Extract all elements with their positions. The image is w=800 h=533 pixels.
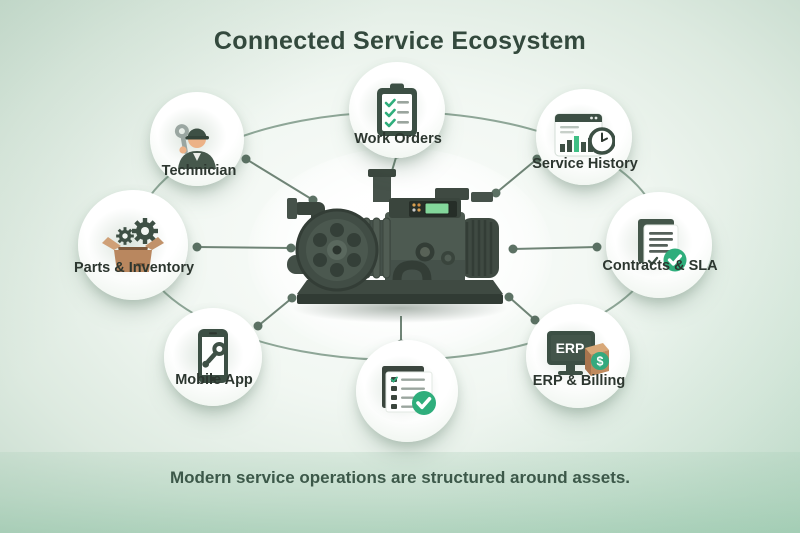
connector-dot	[491, 188, 501, 198]
connector-service-history	[491, 154, 542, 198]
checklist-check-icon	[382, 366, 436, 415]
node-service-history	[536, 89, 632, 185]
connector-dot	[241, 154, 251, 164]
diagram-title: Connected Service Ecosystem	[213, 27, 587, 55]
panel-led	[417, 208, 421, 212]
diagram-caption: Modern service operations are structured…	[169, 468, 631, 487]
node-erp-billing: ERP $	[526, 304, 630, 408]
machine-drum-ring	[382, 217, 391, 279]
label-erp-billing: ERP & Billing	[532, 373, 626, 389]
label-work-orders: Work Orders	[354, 131, 442, 147]
machine-intake2	[471, 192, 493, 202]
contract-check-icon	[638, 219, 687, 272]
connector-dot	[192, 242, 202, 252]
machine-exhaust-cap	[368, 169, 396, 177]
node-work-orders	[349, 62, 445, 158]
connector-mobile	[253, 293, 297, 331]
panel-led	[412, 203, 416, 207]
node-technician	[150, 92, 244, 186]
phone-wrench-icon	[198, 329, 228, 383]
machine-base-front	[297, 294, 503, 304]
node-mobile-app	[164, 308, 262, 406]
node-asset-checklist	[356, 340, 458, 442]
open-box	[102, 237, 164, 272]
label-parts-inventory: Parts & Inventory	[73, 260, 195, 276]
node-contracts-sla	[606, 192, 712, 298]
connector-erp	[504, 292, 540, 325]
label-contracts-sla: Contracts & SLA	[602, 258, 718, 274]
industrial-asset-machine	[287, 169, 508, 323]
connector-dot	[532, 154, 542, 164]
connector-contracts	[508, 242, 602, 254]
machine-flywheel-holes	[313, 223, 361, 277]
machine-port-inner	[420, 247, 430, 257]
label-technician: Technician	[161, 163, 237, 179]
clipboard-checklist-icon	[377, 83, 417, 136]
panel-led	[412, 208, 416, 212]
connector-dot	[286, 243, 296, 253]
node-parts-inventory	[78, 190, 188, 300]
machine-pipe-flange	[287, 198, 297, 219]
label-service-history: Service History	[532, 156, 638, 172]
label-mobile-app: Mobile App	[175, 372, 253, 388]
dollar-badge-text: $	[597, 355, 604, 369]
box-gears-icon	[102, 218, 164, 272]
bottom-band	[0, 452, 800, 533]
connector-dot	[253, 321, 263, 331]
connector-dot	[504, 292, 514, 302]
connector-dot	[287, 293, 297, 303]
machine-port-inner	[444, 254, 452, 262]
technician-icon	[174, 124, 216, 169]
connector-dot	[508, 244, 518, 254]
connector-dot	[592, 242, 602, 252]
machine-display-screen	[424, 202, 450, 215]
machine-motor-ribs	[465, 220, 493, 276]
erp-monitor-box-icon: ERP $	[547, 331, 609, 376]
erp-screen-text: ERP	[556, 340, 585, 356]
machine-exhaust	[373, 174, 391, 202]
gear-icon	[116, 218, 158, 245]
machine-hub-center	[332, 245, 342, 255]
connector-parts	[192, 242, 296, 253]
machine-front-pipe	[392, 260, 432, 281]
machine-intake	[435, 188, 469, 200]
panel-led	[417, 203, 421, 207]
history-chart-clock-icon	[554, 113, 615, 157]
